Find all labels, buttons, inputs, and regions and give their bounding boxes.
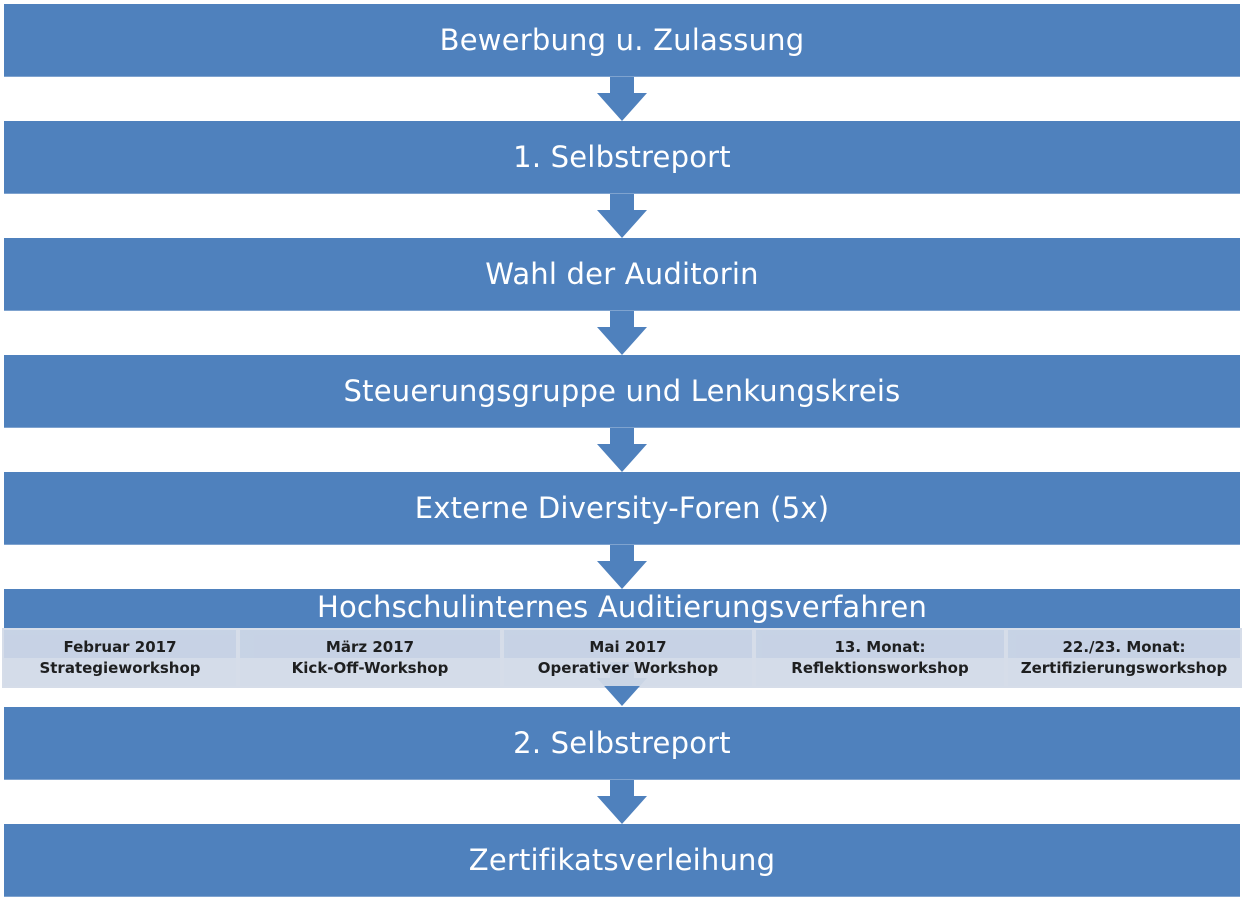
arrow-down-icon: [597, 780, 647, 825]
substep-date: Mai 2017: [589, 638, 667, 656]
step-label: Zertifikatsverleihung: [468, 843, 776, 877]
step-label: Bewerbung u. Zulassung: [439, 23, 805, 57]
substep-strategieworkshop: Februar 2017 Strategieworkshop: [4, 630, 236, 686]
step-label: Externe Diversity-Foren (5x): [414, 491, 830, 525]
substep-label: Reflektionsworkshop: [791, 659, 969, 677]
substep-date: Februar 2017: [63, 638, 177, 656]
substep-zertifizierungsworkshop: 22./23. Monat: Zertifizierungsworkshop: [1008, 630, 1240, 686]
arrow-down-icon: [597, 545, 647, 590]
step-label: 2. Selbstreport: [513, 726, 731, 760]
substep-operativer-workshop: Mai 2017 Operativer Workshop: [504, 630, 752, 686]
substep-label: Operativer Workshop: [537, 659, 719, 677]
step-label: Steuerungsgruppe und Lenkungskreis: [343, 374, 901, 408]
step-steuerungsgruppe-lenkungskreis: Steuerungsgruppe und Lenkungskreis: [4, 355, 1240, 427]
step-selbstreport-1: 1. Selbstreport: [4, 121, 1240, 193]
step-hochschulinternes-auditierungsverfahren: Hochschulinternes Auditierungsverfahren: [4, 589, 1240, 629]
step-selbstreport-2: 2. Selbstreport: [4, 707, 1240, 779]
substeps-row: Februar 2017 Strategieworkshop März 2017…: [2, 628, 1242, 688]
step-wahl-auditorin: Wahl der Auditorin: [4, 238, 1240, 310]
substep-label: Kick-Off-Workshop: [291, 659, 449, 677]
arrow-down-icon: [597, 311, 647, 356]
step-bewerbung-zulassung: Bewerbung u. Zulassung: [4, 4, 1240, 76]
step-label: Wahl der Auditorin: [485, 257, 759, 291]
step-label: Hochschulinternes Auditierungsverfahren: [316, 590, 928, 624]
substep-kick-off-workshop: März 2017 Kick-Off-Workshop: [240, 630, 500, 686]
step-externe-diversity-foren: Externe Diversity-Foren (5x): [4, 472, 1240, 544]
arrow-down-icon: [597, 428, 647, 473]
substep-label: Zertifizierungsworkshop: [1020, 659, 1228, 677]
arrow-down-icon: [597, 194, 647, 239]
substep-label: Strategieworkshop: [39, 659, 201, 677]
substep-reflektionsworkshop: 13. Monat: Reflektionsworkshop: [756, 630, 1004, 686]
step-zertifikatsverleihung: Zertifikatsverleihung: [4, 824, 1240, 896]
step-label: 1. Selbstreport: [513, 140, 731, 174]
arrow-down-icon: [597, 77, 647, 122]
substep-date: März 2017: [325, 638, 415, 656]
substep-date: 22./23. Monat:: [1062, 638, 1186, 656]
substep-date: 13. Monat:: [834, 638, 926, 656]
